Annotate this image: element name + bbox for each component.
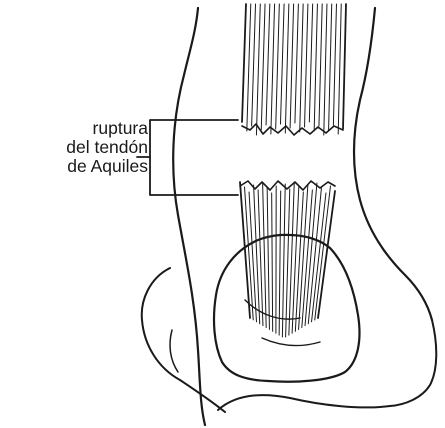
lower-tendon-segment — [240, 181, 335, 337]
upper-tendon-segment — [242, 4, 346, 135]
label-pointer — [137, 120, 238, 195]
label-line-1: ruptura — [93, 119, 148, 138]
leg-outline — [173, 8, 432, 425]
label-line-3: de Aquiles — [67, 157, 148, 176]
label-line-2: del tendón — [66, 138, 148, 157]
left-heel-bulge — [142, 268, 225, 412]
heel-pad — [218, 320, 436, 410]
